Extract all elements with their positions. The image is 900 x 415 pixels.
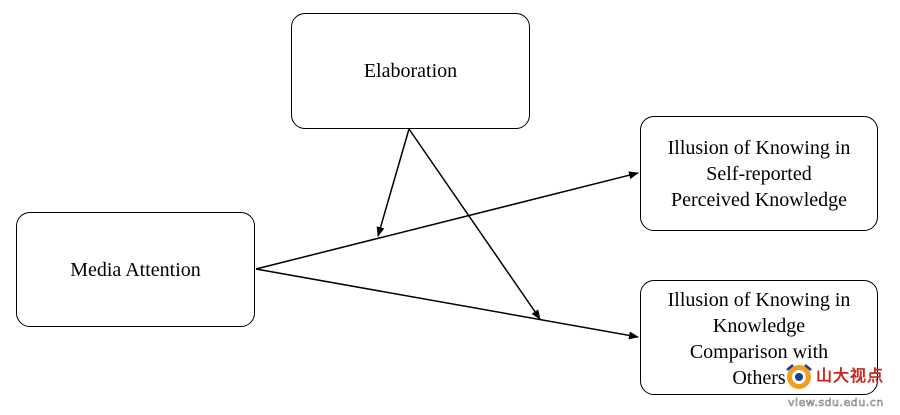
arrow-elaboration-to-upper-path [376, 128, 410, 237]
watermark-logo-icon [786, 364, 812, 389]
watermark-title: 山大视点 [816, 366, 885, 385]
watermark: 山大视点 view.sdu.edu.cn [780, 358, 898, 412]
node-media-attention-label: Media Attention [70, 258, 201, 281]
watermark-url: view.sdu.edu.cn [788, 396, 884, 410]
node-knowledge-comparison: Illusion of Knowing in Knowledge Compari… [640, 280, 878, 395]
node-self-reported-knowledge: Illusion of Knowing in Self-reported Per… [640, 116, 878, 231]
node-knowledge-comparison-label: Illusion of Knowing in Knowledge Compari… [667, 289, 851, 389]
node-elaboration: Elaboration [291, 13, 530, 129]
node-self-reported-knowledge-label: Illusion of Knowing in Self-reported Per… [667, 136, 851, 211]
node-elaboration-label: Elaboration [363, 60, 458, 82]
arrow-elaboration-to-lower-path [408, 128, 541, 320]
arrow-media-to-self-reported [255, 171, 639, 270]
node-media-attention: Media Attention [16, 212, 255, 327]
arrow-media-to-comparison [255, 268, 639, 340]
